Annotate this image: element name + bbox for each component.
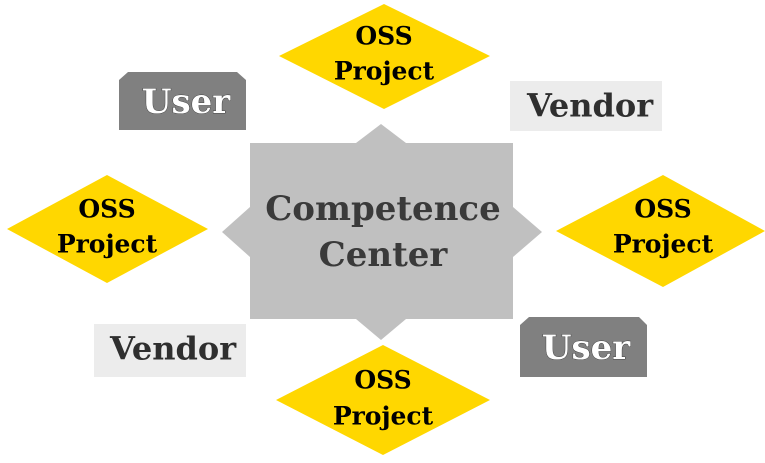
center-box	[250, 143, 513, 319]
oss-project-right: OSS Project	[556, 175, 765, 287]
project-label-line1: OSS	[78, 195, 135, 224]
user-box	[520, 317, 647, 377]
project-label-line2: Project	[334, 57, 435, 86]
project-label-line1: OSS	[634, 195, 691, 224]
project-label-line2: Project	[57, 230, 158, 259]
oss-project-top: OSS Project	[279, 4, 490, 109]
vendor-bottom-left: Vendor	[94, 324, 246, 377]
vendor-label: Vendor	[109, 330, 237, 368]
center-arrow-top	[356, 124, 406, 143]
center-arrow-left	[222, 207, 250, 257]
competence-center: Competence Center	[222, 124, 542, 340]
project-diamond	[276, 345, 490, 455]
oss-project-left: OSS Project	[7, 175, 208, 283]
user-top-left: User	[119, 72, 246, 130]
center-arrow-bottom	[356, 319, 406, 340]
user-bottom-right: User	[520, 317, 647, 377]
vendor-top-right: Vendor	[510, 81, 662, 131]
vendor-box	[510, 81, 662, 131]
user-label: User	[142, 82, 231, 122]
vendor-box	[94, 324, 246, 377]
project-label-line1: OSS	[354, 366, 411, 395]
project-diamond	[279, 4, 490, 109]
project-diamond	[7, 175, 208, 283]
user-label: User	[542, 328, 631, 368]
user-box	[119, 72, 246, 130]
project-diamond	[556, 175, 765, 287]
project-label-line2: Project	[333, 402, 434, 431]
center-label-line2: Center	[319, 235, 449, 275]
oss-project-bottom: OSS Project	[276, 345, 490, 455]
project-label-line2: Project	[613, 230, 714, 259]
vendor-label: Vendor	[526, 87, 654, 125]
project-label-line1: OSS	[355, 22, 412, 51]
center-label-line1: Competence	[265, 189, 501, 229]
center-arrow-right	[513, 207, 542, 257]
